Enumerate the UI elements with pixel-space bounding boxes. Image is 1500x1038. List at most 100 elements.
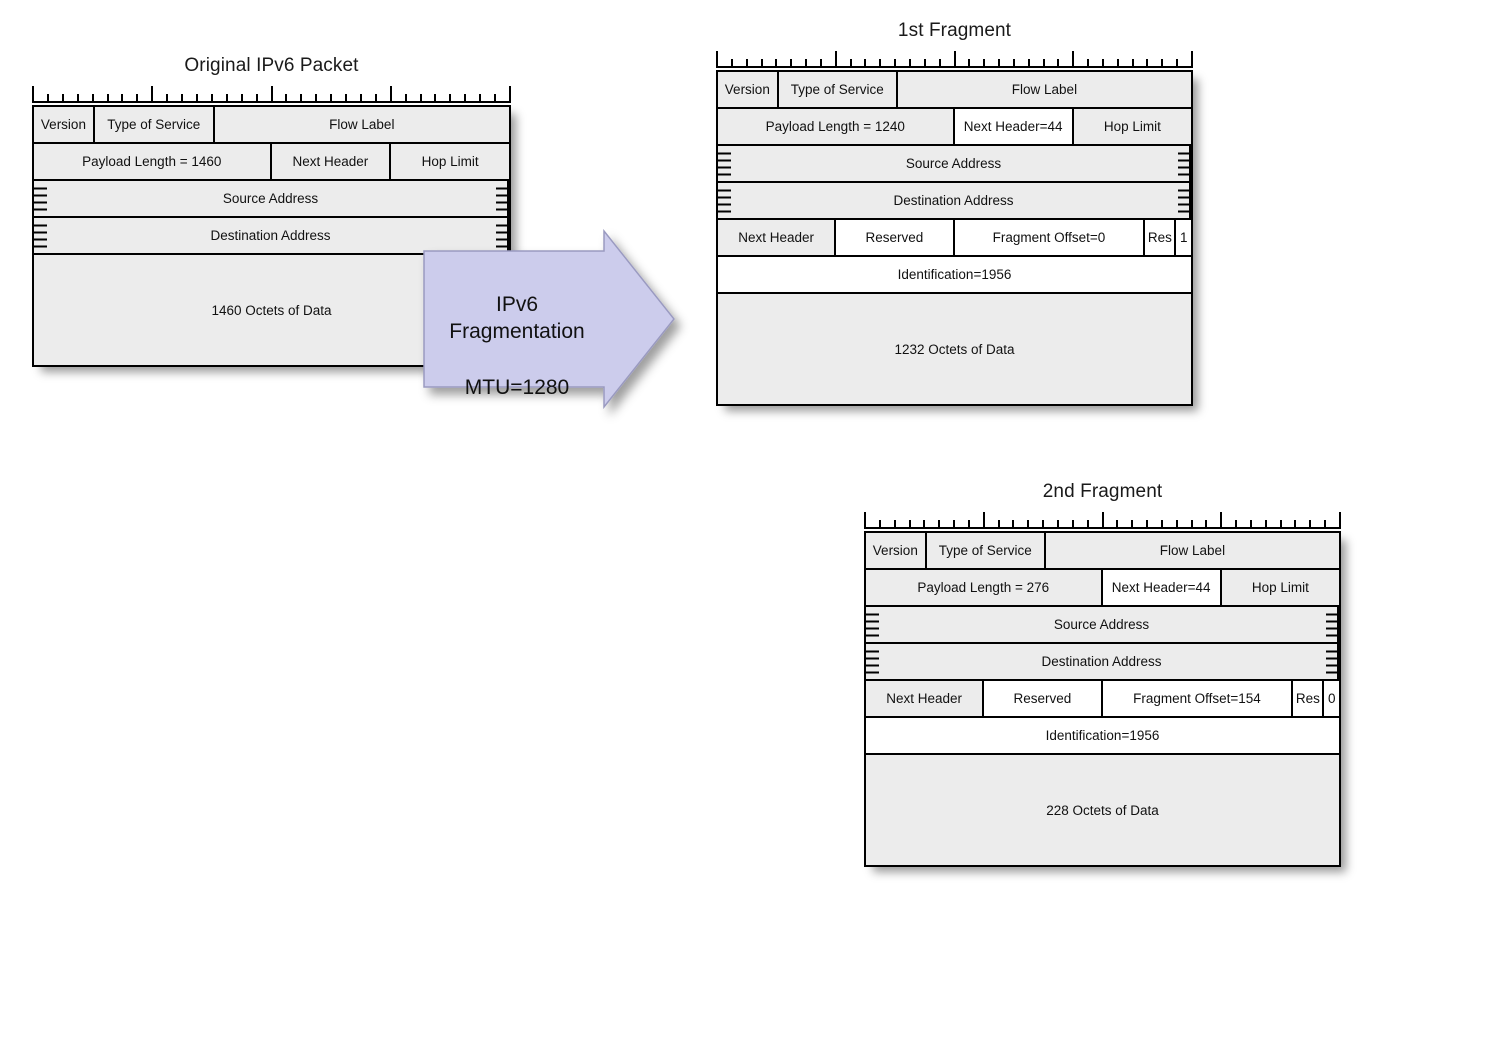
field-cell: Identification=1956 [718, 257, 1191, 292]
ruler-tick-minor [300, 94, 302, 103]
field-cell: Type of Service [926, 533, 1046, 568]
field-cell: Type of Service [778, 72, 898, 107]
ruler-tick-minor [121, 94, 123, 103]
field-label: Fragment Offset=0 [992, 230, 1106, 245]
ruler-tick-minor [998, 59, 1000, 68]
field-label: Source Address [222, 191, 319, 206]
ruler-tick-minor [1161, 59, 1163, 68]
bit-ruler-fragment1 [716, 51, 1193, 68]
field-label: 1 [1179, 230, 1188, 245]
field-cell: Hop Limit [391, 144, 509, 179]
field-label: Next Header=44 [963, 119, 1063, 134]
field-cell: 1232 Octets of Data [718, 294, 1191, 404]
ruler-tick-minor [746, 59, 748, 68]
arrow-label-line1: IPv6 Fragmentation [449, 292, 585, 344]
ruler-tick-minor [968, 59, 970, 68]
ruler-tick-minor [923, 520, 925, 529]
ruler-tick-minor [92, 94, 94, 103]
ruler-tick-minor [211, 94, 213, 103]
field-label: Destination Address [893, 193, 1014, 208]
field-cell: Source Address [866, 607, 1339, 642]
ruler-tick-minor [1043, 59, 1045, 68]
field-cell: Res [1293, 681, 1325, 716]
field-cell: Next Header [718, 220, 837, 255]
field-label: Source Address [905, 156, 1002, 171]
ruler-tick-minor [136, 94, 138, 103]
arrow-label: IPv6 Fragmentation MTU=1280 [428, 263, 606, 429]
ruler-tick-major [835, 51, 837, 68]
ruler-tick-minor [226, 94, 228, 103]
field-label: Version [872, 543, 918, 558]
ruler-tick-minor [909, 59, 911, 68]
field-label: Next Header [886, 691, 963, 706]
ruler-tick-minor [196, 94, 198, 103]
ruler-tick-minor [1176, 59, 1178, 68]
ruler-tick-major [1102, 512, 1104, 529]
ruler-tick-minor [1235, 520, 1237, 529]
ruler-tick-minor [864, 59, 866, 68]
field-cell: Version [718, 72, 779, 107]
field-label: Flow Label [1011, 82, 1078, 97]
ruler-tick-minor [894, 59, 896, 68]
field-cell: Version [866, 533, 927, 568]
field-label: Payload Length = 1460 [82, 154, 222, 169]
ruler-tick-major [509, 86, 511, 103]
field-label: Type of Service [790, 82, 884, 97]
ruler-tick-minor [1057, 59, 1059, 68]
ruler-tick-minor [1116, 520, 1118, 529]
field-label: Type of Service [938, 543, 1032, 558]
ruler-tick-minor [1028, 59, 1030, 68]
ruler-tick-major [1339, 512, 1341, 529]
ruler-tick-major [716, 51, 718, 68]
field-cell: Next Header=44 [1102, 570, 1222, 605]
field-cell: 1 [1176, 220, 1191, 255]
ruler-tick-minor [879, 59, 881, 68]
field-label: Fragment Offset=154 [1133, 691, 1261, 706]
field-cell: Next Header=44 [954, 109, 1074, 144]
field-label: Res [1295, 691, 1320, 706]
ruler-tick-minor [761, 59, 763, 68]
ruler-tick-minor [77, 94, 79, 103]
field-label: Hop Limit [1251, 580, 1309, 595]
ruler-tick-minor [850, 59, 852, 68]
ruler-tick-minor [1087, 520, 1089, 529]
ruler-tick-major [864, 512, 866, 529]
ruler-tick-major [390, 86, 392, 103]
ruler-tick-minor [1087, 59, 1089, 68]
field-label: Version [40, 117, 86, 132]
field-label: 1460 Octets of Data [211, 302, 332, 318]
field-cell: Payload Length = 1460 [34, 144, 272, 179]
ruler-tick-major [151, 86, 153, 103]
ruler-tick-minor [1117, 59, 1119, 68]
ruler-tick-minor [1131, 520, 1133, 529]
source-address-row: Source Address [718, 146, 1191, 183]
ruler-tick-minor [953, 520, 955, 529]
field-label: Payload Length = 276 [917, 580, 1050, 595]
field-cell: Reserved [836, 220, 955, 255]
ruler-tick-minor [983, 59, 985, 68]
ruler-tick-minor [345, 94, 347, 103]
field-label: Source Address [1053, 617, 1150, 632]
ruler-tick-minor [1027, 520, 1029, 529]
field-label: Hop Limit [1103, 119, 1161, 134]
field-cell: 228 Octets of Data [866, 755, 1339, 865]
ruler-tick-minor [315, 94, 317, 103]
field-label: Identification=1956 [1045, 728, 1160, 743]
ruler-tick-minor [1072, 520, 1074, 529]
arrow-shape [423, 228, 675, 410]
field-label: Flow Label [1159, 543, 1226, 558]
ruler-tick-minor [107, 94, 109, 103]
field-cell: Flow Label [214, 107, 509, 142]
data-row: 1232 Octets of Data [718, 294, 1191, 404]
field-cell: Source Address [34, 181, 509, 216]
ruler-tick-minor [1102, 59, 1104, 68]
field-label: Flow Label [329, 117, 395, 132]
field-cell: Hop Limit [1073, 109, 1191, 144]
ruler-tick-minor [939, 59, 941, 68]
field-label: Version [724, 82, 770, 97]
ruler-tick-minor [775, 59, 777, 68]
ruler-tick-minor [805, 59, 807, 68]
